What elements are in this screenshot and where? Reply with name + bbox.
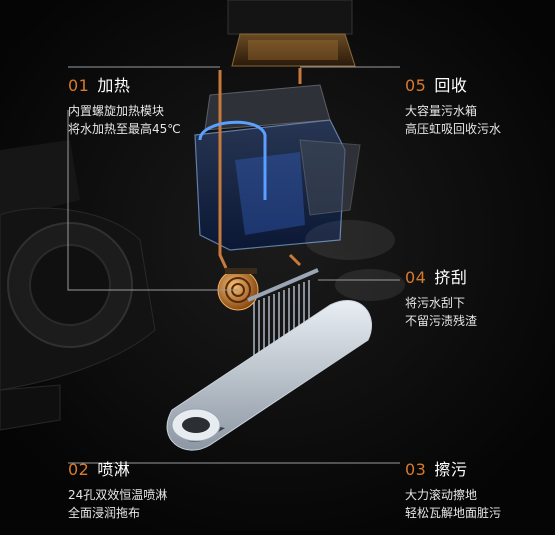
recovery-tank bbox=[194, 84, 361, 251]
feature-number: 05 bbox=[405, 76, 427, 95]
feature-heading: 01 加热 bbox=[68, 72, 181, 96]
feature-desc-line: 全面浸润拖布 bbox=[68, 506, 141, 520]
feature-title: 挤刮 bbox=[434, 268, 468, 287]
feature-recovery: 05 回收 大容量污水箱 高压虹吸回收污水 bbox=[405, 72, 501, 138]
feature-title: 加热 bbox=[97, 76, 131, 95]
machine-body bbox=[0, 140, 156, 431]
feature-heading: 03 擦污 bbox=[405, 456, 501, 480]
feature-desc-line: 24孔双效恒温喷淋 bbox=[68, 488, 168, 502]
feature-desc-line: 大容量污水箱 bbox=[405, 104, 478, 118]
feature-heading: 02 喷淋 bbox=[68, 456, 167, 480]
feature-number: 04 bbox=[405, 268, 427, 287]
water-tubes bbox=[198, 68, 302, 269]
roller-brush bbox=[166, 299, 373, 451]
feature-spray: 02 喷淋 24孔双效恒温喷淋 全面浸润拖布 bbox=[68, 456, 167, 522]
feature-desc-line: 不留污渍残渣 bbox=[405, 314, 478, 328]
feature-heading: 04 挤刮 bbox=[405, 264, 477, 288]
feature-desc-line: 将水加热至最高45℃ bbox=[68, 122, 181, 136]
feature-desc-line: 将污水刮下 bbox=[405, 296, 466, 310]
feature-title: 回收 bbox=[434, 76, 468, 95]
feature-title: 擦污 bbox=[434, 460, 468, 479]
feature-number: 02 bbox=[68, 460, 90, 479]
top-module bbox=[227, 0, 356, 67]
feature-scrub: 03 擦污 大力滚动擦地 轻松瓦解地面脏污 bbox=[405, 456, 501, 522]
feature-title: 喷淋 bbox=[97, 460, 131, 479]
feature-desc-line: 高压虹吸回收污水 bbox=[405, 122, 502, 136]
feature-desc-line: 轻松瓦解地面脏污 bbox=[405, 506, 502, 520]
feature-squeeze: 04 挤刮 将污水刮下 不留污渍残渣 bbox=[405, 264, 477, 330]
callout-lines bbox=[67, 66, 400, 464]
feature-number: 03 bbox=[405, 460, 427, 479]
steam bbox=[305, 220, 405, 301]
feature-heading: 05 回收 bbox=[405, 72, 501, 96]
feature-heating: 01 加热 内置螺旋加热模块 将水加热至最高45℃ bbox=[68, 72, 181, 138]
feature-desc-line: 内置螺旋加热模块 bbox=[68, 104, 165, 118]
feature-desc-line: 大力滚动擦地 bbox=[405, 488, 478, 502]
feature-number: 01 bbox=[68, 76, 90, 95]
